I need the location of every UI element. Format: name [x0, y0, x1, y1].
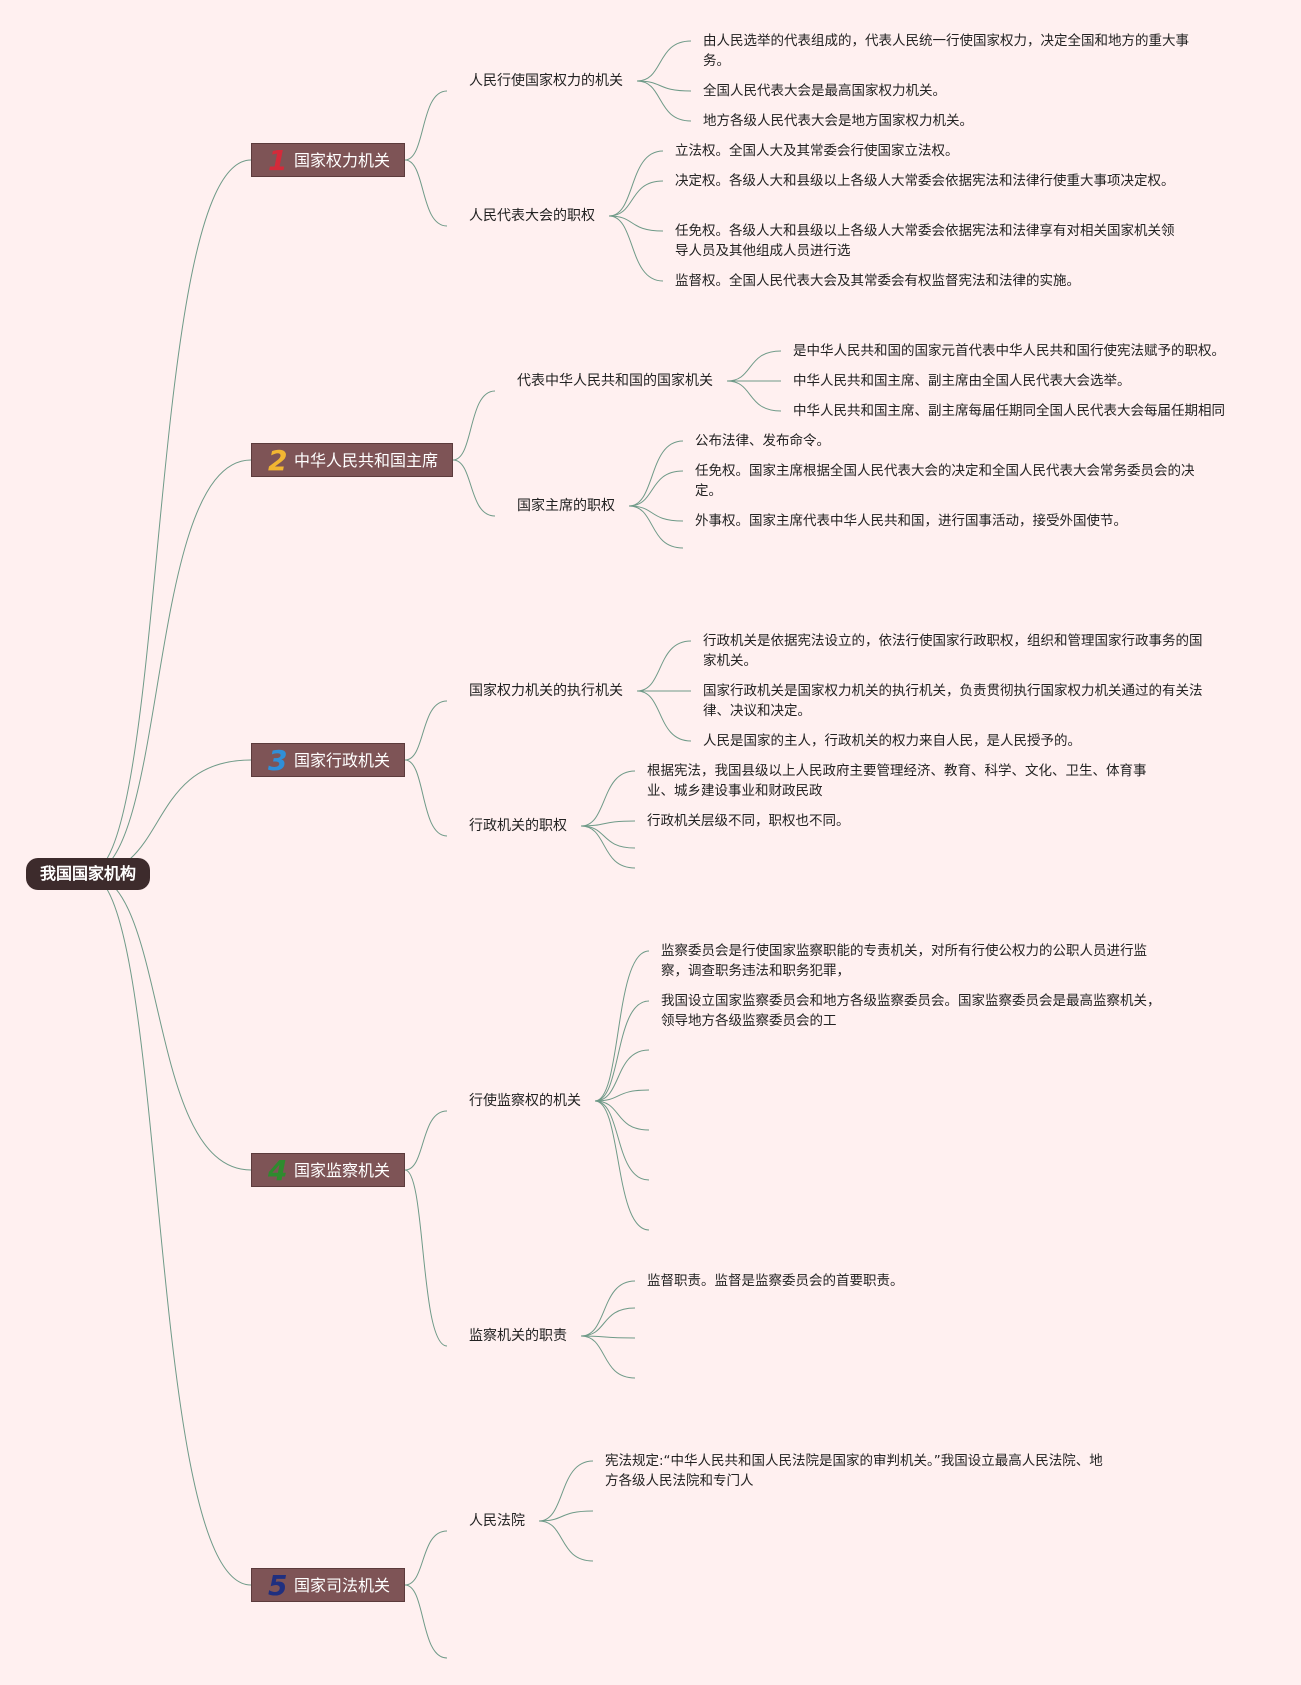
- leaf-3-1-2[interactable]: 国家行政机关是国家权力机关的执行机关，负责贯彻执行国家权力机关通过的有关法律、决…: [703, 683, 1203, 719]
- subtopic-1-1[interactable]: 人民行使国家权力的机关: [469, 73, 623, 89]
- link-leaf-2-2-3: [628, 505, 684, 522]
- link-leaf-3-1-1: [636, 640, 692, 692]
- link-leaf-4-1-7: [594, 1100, 650, 1231]
- subtopic-4-2[interactable]: 监察机关的职责: [469, 1328, 567, 1344]
- section-label-3: 国家行政机关: [294, 751, 391, 770]
- section-node-3[interactable]: 3 国家行政机关: [251, 743, 405, 777]
- leaf-2-1-2[interactable]: 中华人民共和国主席、副主席由全国人民代表大会选举。: [793, 373, 1131, 389]
- section-label-4: 国家监察机关: [294, 1161, 391, 1180]
- link-root-section-3: [87, 759, 252, 875]
- link-leaf-4-1-4: [594, 1089, 650, 1102]
- section-node-4[interactable]: 4 国家监察机关: [251, 1153, 405, 1187]
- section-number-5: 5: [268, 1569, 288, 1602]
- link-section-5-sub-2: [404, 1584, 448, 1659]
- link-section-4-sub-2: [404, 1169, 448, 1347]
- subtopic-3-1[interactable]: 国家权力机关的执行机关: [469, 683, 623, 699]
- link-leaf-4-2-4: [580, 1335, 636, 1379]
- section-node-1[interactable]: 1 国家权力机关: [251, 143, 405, 177]
- subtopic-2-1[interactable]: 代表中华人民共和国的国家机关: [517, 373, 713, 389]
- leaf-3-2-2[interactable]: 行政机关层级不同，职权也不同。: [647, 813, 850, 829]
- section-number-1: 1: [268, 144, 288, 177]
- section-label-2: 中华人民共和国主席: [294, 451, 439, 470]
- link-leaf-1-1-1: [636, 40, 692, 82]
- link-leaf-1-2-1: [608, 150, 664, 217]
- section-label-1: 国家权力机关: [294, 151, 391, 170]
- subtopic-5-1[interactable]: 人民法院: [469, 1513, 525, 1529]
- link-section-4-sub-1: [404, 1110, 448, 1171]
- leaf-5-1-1[interactable]: 宪法规定:“中华人民共和国人民法院是国家的审判机关。”我国设立最高人民法院、地方…: [605, 1453, 1103, 1489]
- link-section-3-sub-2: [404, 759, 448, 837]
- link-leaf-2-2-2: [628, 470, 684, 507]
- link-section-1-sub-2: [404, 159, 448, 227]
- link-leaf-4-1-1: [594, 950, 650, 1102]
- link-leaf-3-1-3: [636, 690, 692, 742]
- leaf-1-1-1[interactable]: 由人民选举的代表组成的，代表人民统一行使国家权力，决定全国和地方的重大事务。: [703, 33, 1189, 69]
- leaf-2-2-2[interactable]: 任免权。国家主席根据全国人民代表大会的决定和全国人民代表大会常务委员会的决定。: [695, 463, 1195, 499]
- link-leaf-1-2-3: [608, 215, 664, 232]
- link-leaf-4-1-5: [594, 1100, 650, 1131]
- leaf-1-2-2[interactable]: 决定权。各级人大和县级以上各级人大常委会依据宪法和法律行使重大事项决定权。: [675, 173, 1175, 189]
- link-root-section-4: [87, 873, 252, 1171]
- subtopic-3-2[interactable]: 行政机关的职权: [469, 818, 567, 834]
- link-root-section-2: [87, 459, 252, 875]
- section-number-4: 4: [268, 1154, 288, 1187]
- leaf-1-2-1[interactable]: 立法权。全国人大及其常委会行使国家立法权。: [675, 143, 959, 159]
- link-leaf-3-2-1: [580, 770, 636, 827]
- root-node[interactable]: 我国国家机构: [26, 858, 150, 890]
- link-root-section-1: [87, 159, 252, 875]
- link-leaf-4-1-6: [594, 1100, 650, 1181]
- section-node-2[interactable]: 2 中华人民共和国主席: [251, 443, 453, 477]
- link-leaf-1-2-4: [608, 215, 664, 282]
- link-leaf-2-2-4: [628, 505, 684, 549]
- leaf-4-1-1[interactable]: 监察委员会是行使国家监察职能的专责机关，对所有行使公权力的公职人员进行监察，调查…: [661, 943, 1147, 979]
- link-leaf-2-1-3: [726, 380, 782, 412]
- leaf-1-1-2[interactable]: 全国人民代表大会是最高国家权力机关。: [703, 83, 946, 99]
- leaf-3-1-3[interactable]: 人民是国家的主人，行政机关的权力来自人民，是人民授予的。: [703, 733, 1081, 749]
- section-number-2: 2: [268, 444, 288, 477]
- link-leaf-1-1-2: [636, 80, 692, 92]
- section-node-5[interactable]: 5 国家司法机关: [251, 1568, 405, 1602]
- link-section-2-sub-2: [452, 459, 496, 517]
- subtopic-2-2[interactable]: 国家主席的职权: [517, 498, 615, 514]
- leaf-2-1-1[interactable]: 是中华人民共和国的国家元首代表中华人民共和国行使宪法赋予的职权。: [793, 343, 1225, 359]
- link-leaf-5-1-1: [538, 1460, 594, 1522]
- link-section-5-sub-1: [404, 1530, 448, 1586]
- leaf-2-2-3[interactable]: 外事权。国家主席代表中华人民共和国，进行国事活动，接受外国使节。: [695, 513, 1127, 529]
- link-leaf-1-2-2: [608, 180, 664, 217]
- link-leaf-4-1-3: [594, 1049, 650, 1102]
- link-leaf-1-1-3: [636, 80, 692, 122]
- link-leaf-4-2-2: [580, 1307, 636, 1337]
- leaf-2-2-1[interactable]: 公布法律、发布命令。: [695, 433, 830, 449]
- link-leaf-4-2-3: [580, 1335, 636, 1339]
- link-leaf-2-1-1: [726, 350, 782, 382]
- link-root-section-5: [87, 873, 252, 1586]
- section-label-5: 国家司法机关: [294, 1576, 391, 1595]
- leaf-2-1-3[interactable]: 中华人民共和国主席、副主席每届任期同全国人民代表大会每届任期相同: [793, 403, 1225, 419]
- link-leaf-4-1-2: [594, 1000, 650, 1102]
- leaf-1-2-3[interactable]: 任免权。各级人大和县级以上各级人大常委会依据宪法和法律享有对相关国家机关领导人员…: [675, 223, 1175, 259]
- subtopic-1-2[interactable]: 人民代表大会的职权: [469, 208, 595, 224]
- link-leaf-3-2-3: [580, 825, 636, 849]
- leaf-4-2-1[interactable]: 监督职责。监督是监察委员会的首要职责。: [647, 1273, 904, 1289]
- leaf-1-1-3[interactable]: 地方各级人民代表大会是地方国家权力机关。: [703, 113, 973, 129]
- link-leaf-5-1-2: [538, 1510, 594, 1522]
- link-section-1-sub-1: [404, 90, 448, 161]
- link-section-2-sub-1: [452, 390, 496, 461]
- leaf-3-2-1[interactable]: 根据宪法，我国县级以上人民政府主要管理经济、教育、科学、文化、卫生、体育事业、城…: [647, 763, 1147, 799]
- link-leaf-3-2-2: [580, 820, 636, 827]
- link-leaf-4-2-1: [580, 1280, 636, 1337]
- leaf-1-2-4[interactable]: 监督权。全国人民代表大会及其常委会有权监督宪法和法律的实施。: [675, 273, 1080, 289]
- link-leaf-2-2-1: [628, 440, 684, 507]
- subtopic-4-1[interactable]: 行使监察权的机关: [469, 1093, 581, 1109]
- leaf-4-1-2[interactable]: 我国设立国家监察委员会和地方各级监察委员会。国家监察委员会是最高监察机关，领导地…: [661, 993, 1161, 1029]
- link-section-3-sub-1: [404, 700, 448, 761]
- link-leaf-5-1-3: [538, 1520, 594, 1562]
- section-number-3: 3: [268, 744, 288, 777]
- leaf-3-1-1[interactable]: 行政机关是依据宪法设立的，依法行使国家行政职权，组织和管理国家行政事务的国家机关…: [703, 633, 1203, 669]
- link-leaf-3-2-4: [580, 825, 636, 869]
